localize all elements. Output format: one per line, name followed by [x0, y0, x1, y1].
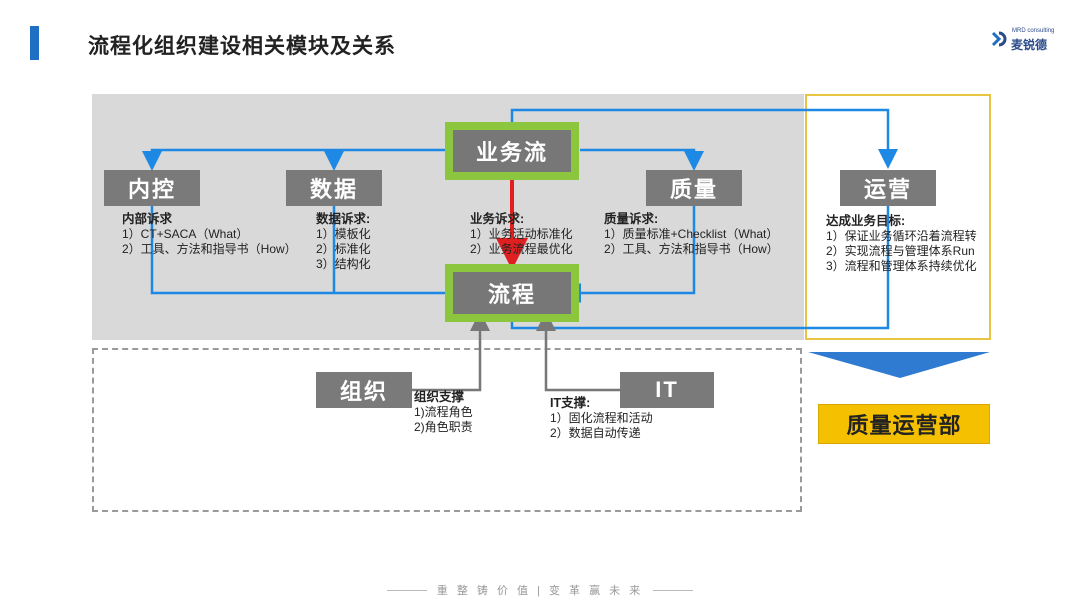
note-item: 2）数据自动传递: [550, 426, 641, 440]
node-business-flow: 业务流: [445, 122, 579, 180]
footer: 重 整 铸 价 值 | 变 革 赢 未 来: [380, 580, 700, 600]
logo-small-text: MRD consulting: [1012, 28, 1055, 34]
note-internal-control-heading: 内部诉求: [122, 212, 173, 226]
note-organization-heading: 组织支撑: [414, 390, 465, 404]
page-title: 流程化组织建设相关模块及关系: [88, 35, 396, 58]
note-item: 1）业务活动标准化: [470, 227, 573, 241]
note-item: 3）流程和管理体系持续优化: [826, 259, 977, 273]
note-item: 1）质量标准+Checklist（What）: [604, 227, 779, 241]
note-it: IT支撑: 1）固化流程和活动 2）数据自动传递: [550, 396, 653, 441]
node-business-flow-label: 业务流: [453, 130, 571, 172]
note-business-heading: 业务诉求:: [470, 212, 525, 226]
node-organization: 组织: [316, 372, 412, 408]
note-business: 业务诉求: 1）业务活动标准化 2）业务流程最优化: [470, 212, 573, 257]
note-operations-heading: 达成业务目标:: [826, 214, 906, 228]
node-internal-control: 内控: [104, 170, 200, 206]
node-operations: 运营: [840, 170, 936, 206]
note-item: 1）模板化: [316, 227, 371, 241]
note-quality: 质量诉求: 1）质量标准+Checklist（What） 2）工具、方法和指导书…: [604, 212, 779, 257]
note-internal-control: 内部诉求 1）CT+SACA（What） 2）工具、方法和指导书（How）: [122, 212, 297, 257]
note-organization: 组织支撑 1)流程角色 2)角色职责: [414, 390, 473, 435]
note-item: 2）实现流程与管理体系Run: [826, 244, 975, 258]
down-chevron-icon: [808, 352, 990, 378]
footer-rule-right: [653, 589, 694, 591]
note-item: 2）工具、方法和指导书（How）: [122, 242, 297, 256]
note-it-heading: IT支撑:: [550, 396, 591, 410]
node-process: 流程: [445, 264, 579, 322]
note-item: 2)角色职责: [414, 420, 473, 434]
note-item: 1）CT+SACA（What）: [122, 227, 249, 241]
node-quality: 质量: [646, 170, 742, 206]
node-data: 数据: [286, 170, 382, 206]
note-item: 2）工具、方法和指导书（How）: [604, 242, 779, 256]
footer-rule-left: [386, 589, 427, 591]
footer-slogan: 重 整 铸 价 值 | 变 革 赢 未 来: [436, 585, 644, 597]
note-item: 2）业务流程最优化: [470, 242, 573, 256]
node-it: IT: [620, 372, 714, 408]
note-item: 2）标准化: [316, 242, 371, 256]
quality-operations-department: 质量运营部: [818, 404, 990, 444]
logo-text: 麦锐德: [1011, 38, 1048, 52]
note-item: 1）固化流程和活动: [550, 411, 653, 425]
note-quality-heading: 质量诉求:: [604, 212, 659, 226]
title-accent-bar: [30, 26, 39, 60]
note-data: 数据诉求: 1）模板化 2）标准化 3）结构化: [316, 212, 371, 272]
note-operations: 达成业务目标: 1）保证业务循环沿着流程转 2）实现流程与管理体系Run 3）流…: [826, 214, 977, 274]
note-item: 1)流程角色: [414, 405, 473, 419]
note-data-heading: 数据诉求:: [316, 212, 371, 226]
node-process-label: 流程: [453, 272, 571, 314]
note-item: 3）结构化: [316, 257, 371, 271]
note-item: 1）保证业务循环沿着流程转: [826, 229, 977, 243]
logo-mark-icon: [991, 31, 1007, 47]
